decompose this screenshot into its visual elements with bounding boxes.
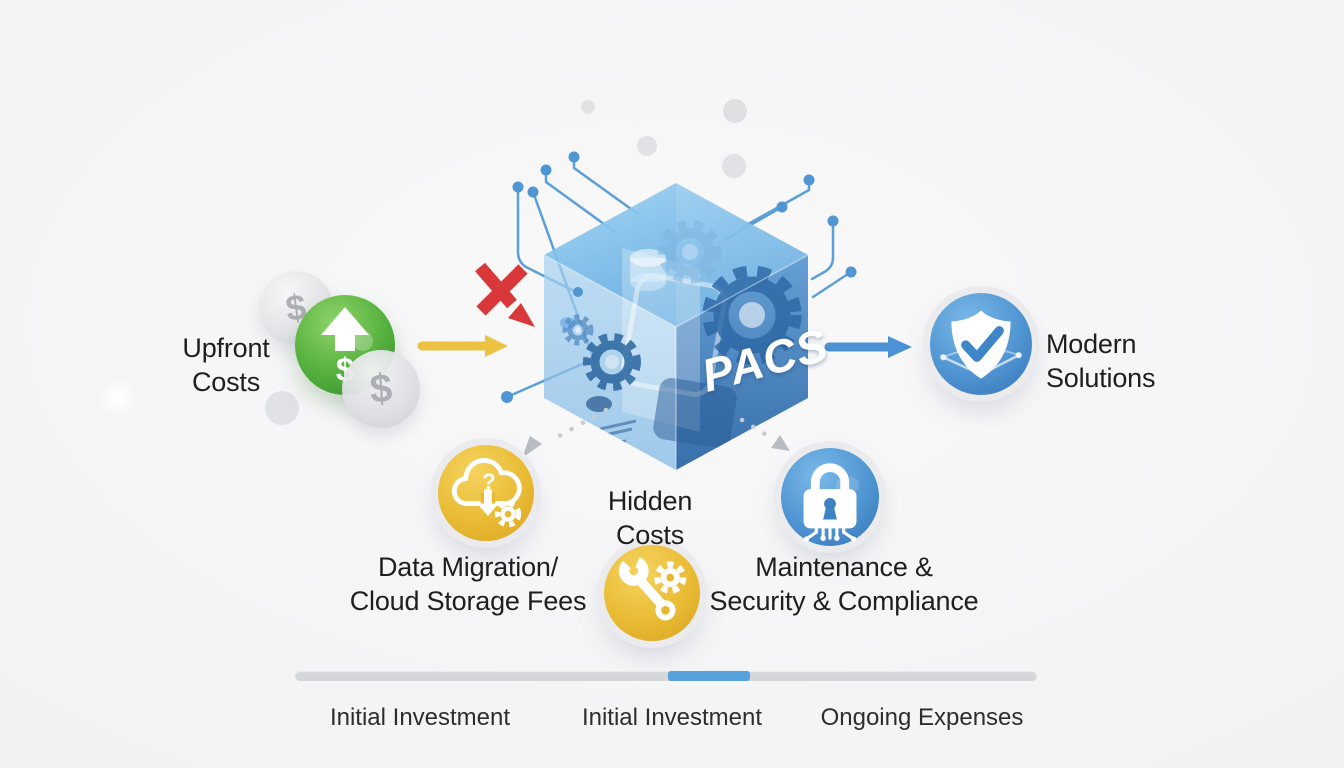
- dollar-glyph: $: [368, 365, 394, 412]
- yellow-flow-arrow: [417, 335, 508, 357]
- timeline-label-initial-investment-2: Initial Investment: [581, 704, 763, 731]
- maintenance-label: Maintenance & Security & Compliance: [709, 552, 979, 616]
- dotted-arrow-right: [739, 417, 790, 451]
- gear-icon: [494, 500, 522, 528]
- circuit-legs: [805, 526, 855, 540]
- background-glow: [104, 384, 132, 412]
- circuit-node-dots: [501, 151, 857, 403]
- modern-solutions-label: Modern Solutions: [1046, 329, 1156, 393]
- gear-icon: [658, 220, 722, 284]
- decorative-dot: [265, 391, 299, 425]
- circuit-node-on-face: [573, 287, 583, 297]
- background-dots: [581, 99, 747, 178]
- blue-flow-arrow: [824, 336, 912, 358]
- timeline-label-ongoing-expenses: Ongoing Expenses: [820, 704, 1024, 731]
- shield-check-icon: [930, 293, 1032, 395]
- cube-machinery: [560, 220, 802, 448]
- dotted-arrow-left: [522, 407, 609, 458]
- wrench-gear-icon: [604, 545, 700, 641]
- upfront-costs-label: Upfront Costs: [182, 333, 270, 397]
- timeline-label-initial-investment-1: Initial Investment: [329, 704, 511, 731]
- data-migration-label: Data Migration/ Cloud Storage Fees: [349, 552, 587, 616]
- gear-icon: [654, 561, 687, 594]
- padlock-circuit-icon: [781, 448, 879, 546]
- hidden-costs-label: Hidden Costs: [607, 486, 693, 550]
- question-mark-glyph: ?: [482, 469, 496, 494]
- timeline-track: [295, 671, 1037, 681]
- up-arrow-icon: [321, 307, 373, 351]
- dollar-coin-icon: $: [342, 350, 420, 428]
- cube-edges: [543, 254, 809, 470]
- timeline-active-segment: [668, 671, 750, 681]
- cloud-storage-icon: ?: [438, 445, 534, 541]
- gear-icon: [562, 314, 594, 346]
- pacs-cube: [543, 183, 809, 470]
- gear-icon: [702, 265, 802, 365]
- red-x-arrow-icon: [475, 262, 535, 327]
- gear-icon: [583, 333, 641, 391]
